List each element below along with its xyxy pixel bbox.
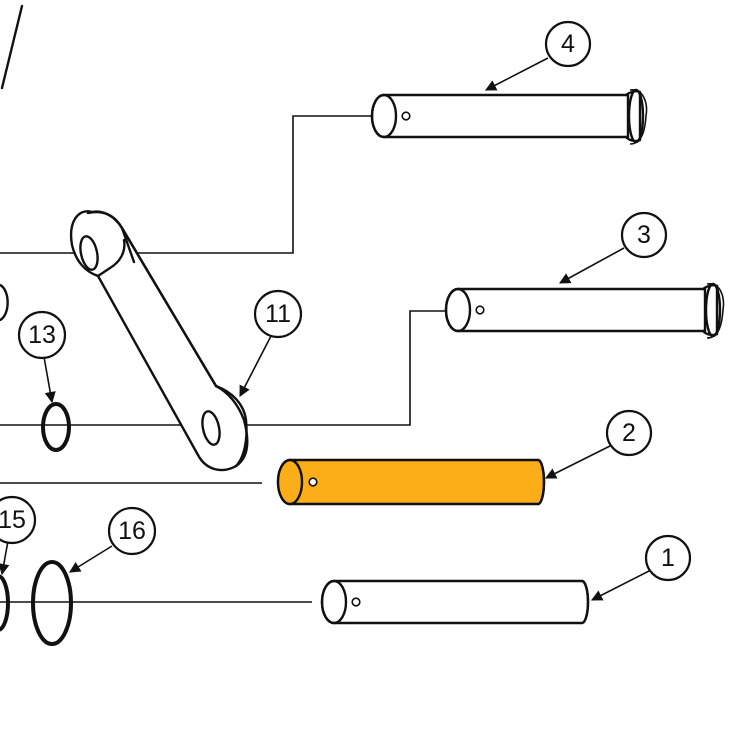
svg-text:2: 2	[622, 419, 636, 447]
pin-part-2-highlighted	[276, 458, 546, 506]
assembly-line-pin-4	[0, 115, 372, 254]
svg-text:15: 15	[0, 506, 26, 534]
callout-13: 13	[17, 310, 67, 360]
leader-16	[69, 545, 113, 573]
o-ring-part-16	[31, 560, 73, 646]
leader-2	[544, 445, 611, 479]
o-ring-part-13	[41, 402, 71, 452]
callout-15: 15	[0, 495, 37, 545]
leader-11	[239, 335, 272, 397]
callout-4: 4	[544, 20, 592, 68]
o-ring-part-15	[0, 574, 10, 632]
link-plate-part-11	[69, 210, 249, 472]
pin-part-3	[444, 282, 725, 339]
svg-text:13: 13	[28, 321, 56, 349]
svg-text:16: 16	[118, 517, 146, 545]
callout-2: 2	[605, 409, 653, 457]
pin-part-4	[370, 88, 648, 145]
leader-3	[559, 247, 625, 284]
leader-13	[43, 356, 56, 404]
leader-1	[591, 569, 652, 601]
leader-4	[485, 57, 549, 91]
edge-line-fragment	[0, 4, 24, 90]
svg-text:3: 3	[637, 221, 651, 249]
pin-part-1	[320, 579, 590, 625]
svg-text:4: 4	[561, 30, 575, 58]
partial-part-edge	[0, 283, 9, 322]
callout-1: 1	[644, 534, 692, 582]
leader-15	[0, 540, 10, 576]
svg-text:1: 1	[661, 544, 675, 572]
callout-11: 11	[253, 289, 303, 339]
svg-text:11: 11	[265, 300, 291, 328]
callout-3: 3	[620, 211, 668, 259]
callout-16: 16	[107, 506, 157, 556]
